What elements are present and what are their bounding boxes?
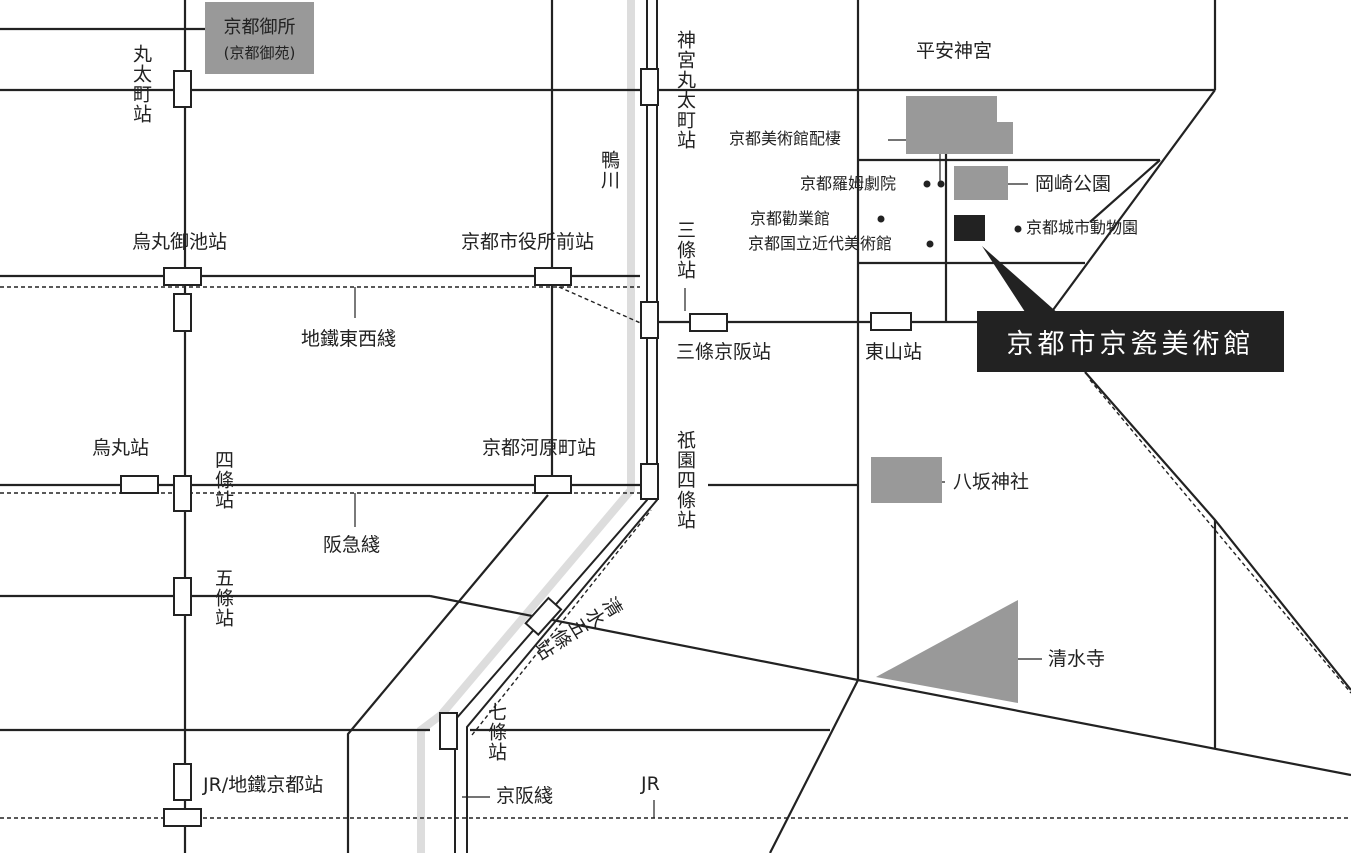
okazaki-park-label: 岡崎公園: [1035, 173, 1112, 195]
hankyu-line-label: 阪急綫: [323, 534, 381, 556]
kyoto-gyoen-label: (京都御苑): [223, 44, 296, 62]
station-boxes: [120, 68, 912, 827]
gojo-station-label: 五條站: [212, 568, 234, 628]
kamo-river-label: 鴨川: [598, 150, 620, 190]
museum-marker: [954, 215, 985, 241]
kyoto-gosho-area: 京都御所 (京都御苑): [205, 2, 314, 74]
kyoto-gosho-label: 京都御所: [223, 17, 296, 38]
heian-shrine-label: 平安神宮: [916, 40, 993, 62]
marutamachi-station-label: 丸太町站: [130, 44, 152, 124]
rail-lines: [0, 286, 1351, 819]
kyoto-station-label: JR/地鐵京都站: [203, 774, 324, 796]
shichijo-station-label: 七條站: [485, 702, 507, 762]
okazaki-park-area: [954, 166, 1008, 200]
kyocera-museum-label: 京都市京瓷美術館: [977, 311, 1284, 372]
kiyomizu-temple-label: 清水寺: [1048, 648, 1106, 670]
yasaka-shrine-label: 八坂神社: [953, 471, 1030, 493]
kyoto-zoo-label: 京都城市動物園: [1026, 218, 1139, 237]
gion-shijo-station-label: 祇園四條站: [674, 430, 696, 530]
sanjo-keihan-station-label: 三條京阪站: [676, 341, 772, 363]
keihan-line-label: 京阪綫: [496, 785, 554, 807]
kangyokan-label: 京都勸業館: [750, 209, 831, 228]
momak-label: 京都国立近代美術館: [748, 234, 893, 253]
rohm-theatre-label: 京都羅姆劇院: [800, 174, 897, 193]
heian-shrine-area: [906, 96, 1013, 154]
shiyakusho-station-label: 京都市役所前站: [461, 231, 595, 253]
museum-callout-pointer: [982, 246, 1060, 315]
sanjo-station-label: 三條站: [674, 220, 696, 280]
higashiyama-station-label: 東山站: [865, 341, 923, 363]
kiyomizu-temple-area: [876, 600, 1018, 703]
karasuma-station-label: 烏丸站: [92, 437, 150, 459]
poi-dots: [877, 180, 1022, 663]
tozai-line-label: 地鐵東西綫: [301, 328, 397, 350]
jingu-marutamachi-station-label: 神宮丸太町站: [674, 30, 696, 150]
jr-line-label: JR: [641, 773, 660, 795]
kawaramachi-station-label: 京都河原町站: [482, 437, 597, 459]
museum-annex-label: 京都美術館配棲: [729, 129, 842, 148]
shijo-station-label: 四條站: [212, 450, 234, 510]
karasuma-oike-station-label: 烏丸御池站: [132, 231, 228, 253]
yasaka-shrine-area: [871, 457, 942, 503]
